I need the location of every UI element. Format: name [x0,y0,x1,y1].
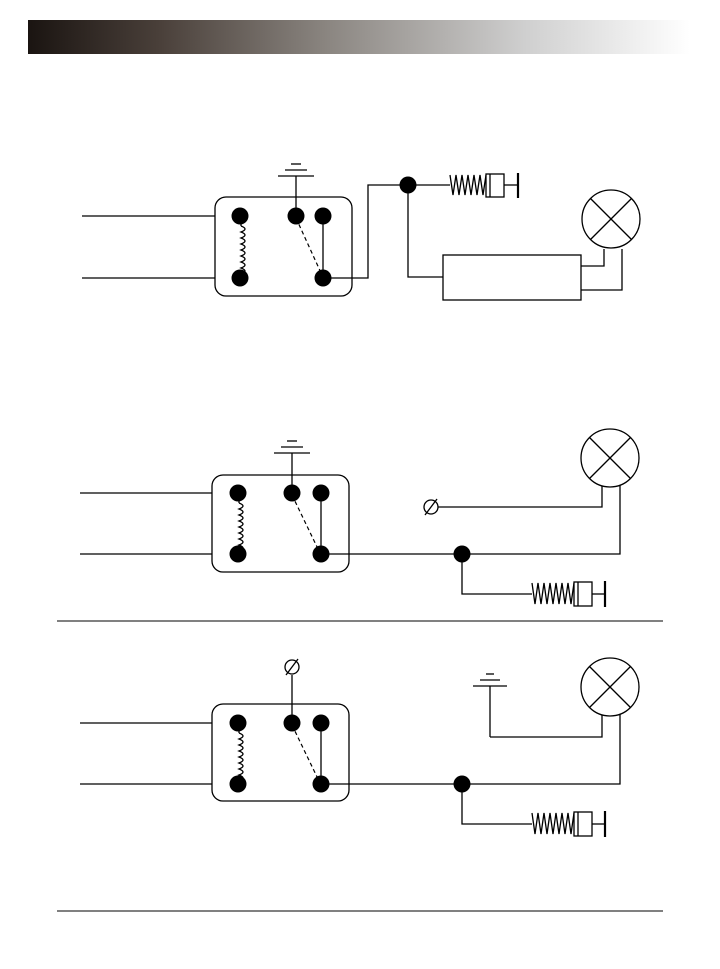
push-button-switch-icon [532,811,605,837]
lamp-icon [582,190,640,248]
relay-terminal-1 [230,715,247,732]
relay-terminal-3 [313,485,330,502]
output-wire [321,485,620,554]
relay-terminal-1 [232,208,249,225]
control-unit-box [443,255,581,300]
control-wire [408,185,443,277]
lamp-wire-1 [581,249,604,266]
ground-icon [473,674,507,737]
lamp-wire-1 [438,485,602,507]
lamp-wire-2 [581,249,622,290]
relay-terminal-1 [230,485,247,502]
open-terminal-icon [424,499,438,515]
relay-terminal-4 [230,776,247,793]
relay-terminal-4 [232,270,249,287]
push-button-switch-icon [532,581,605,607]
circuit-3 [80,658,639,837]
relay-terminal-3 [315,208,332,225]
circuit-2 [80,429,639,607]
circuit-1 [82,164,640,300]
switch-wire [462,784,532,824]
relay-terminal-3 [313,715,330,732]
lamp-icon [581,658,639,716]
lamp-wire-1 [490,714,602,737]
push-button-switch-icon [450,173,518,198]
switch-wire [462,554,532,594]
output-wire [321,714,620,784]
relay-terminal-4 [230,546,247,563]
lamp-icon [581,429,639,487]
